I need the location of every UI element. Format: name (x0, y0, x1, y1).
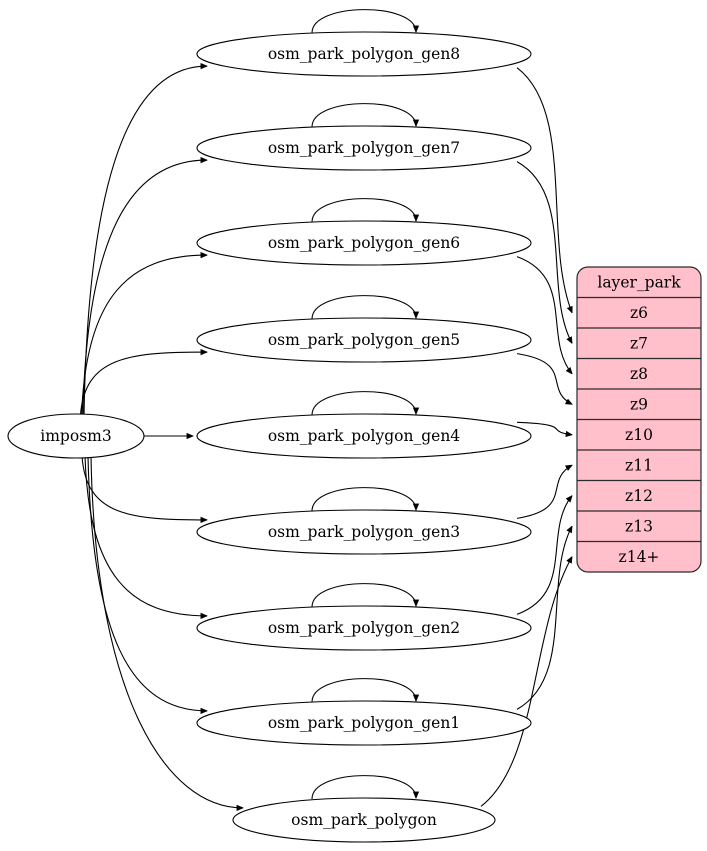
edges-from-imposm3 (79, 66, 243, 808)
layer-park-table: layer_park z6 z7 z8 z9 z10 z11 z12 z13 z14+ (576, 266, 702, 573)
edge-imposm3-to-gen8 (83, 66, 207, 417)
edge-gen8-to-z6 (516, 67, 572, 313)
edge-gen5-to-z9 (516, 353, 572, 405)
edge-imposm3-to-gen6 (81, 255, 207, 417)
self-loop-gen1 (311, 678, 416, 703)
node-gen7[interactable] (196, 125, 532, 171)
table-row-label-z7: z7 (630, 334, 648, 352)
edge-polygon-to-z14+ (480, 557, 572, 807)
node-gen2[interactable] (196, 605, 532, 651)
node-gen1[interactable] (196, 700, 532, 746)
table-header-label: layer_park (597, 273, 681, 291)
self-loop-gen6 (311, 198, 416, 223)
node-gen5[interactable] (196, 317, 532, 363)
node-polygon[interactable] (232, 797, 496, 843)
node-label-gen5: osm_park_polygon_gen5 (268, 331, 460, 349)
table-row-label-z12: z12 (625, 487, 653, 505)
self-loop-gen2 (311, 583, 416, 608)
node-imposm3[interactable] (7, 413, 145, 459)
edges-to-layer-park (480, 67, 572, 807)
node-label-gen7: osm_park_polygon_gen7 (268, 139, 460, 157)
self-loop-gen7 (311, 103, 416, 128)
node-label-gen3: osm_park_polygon_gen3 (268, 523, 460, 541)
graph-nodes: imposm3 osm_park_polygon_gen8 osm_park_pol… (7, 31, 532, 843)
node-label-gen2: osm_park_polygon_gen2 (268, 619, 460, 637)
table-row-label-z9: z9 (630, 395, 648, 413)
self-loop-gen3 (311, 487, 416, 512)
self-loop-gen4 (311, 391, 416, 416)
edge-imposm3-to-gen5 (79, 352, 207, 417)
table-row-label-z10: z10 (625, 426, 653, 444)
edge-gen1-to-z13 (516, 526, 572, 710)
node-label-gen1: osm_park_polygon_gen1 (268, 714, 460, 732)
table-row-label-z14+: z14+ (619, 548, 660, 566)
edge-imposm3-to-gen1 (87, 455, 207, 711)
node-label-polygon: osm_park_polygon (291, 811, 437, 829)
node-label-gen6: osm_park_polygon_gen6 (268, 234, 460, 252)
edge-gen3-to-z11 (516, 465, 572, 519)
self-loop-gen5 (311, 295, 416, 320)
self-loop-gen8 (311, 9, 416, 34)
node-label-gen4: osm_park_polygon_gen4 (268, 427, 460, 445)
table-row-label-z11: z11 (625, 456, 653, 474)
node-label-imposm3: imposm3 (40, 427, 111, 445)
edge-imposm3-to-gen3 (81, 455, 207, 520)
table-row-label-z8: z8 (630, 365, 648, 383)
self-loop-polygon (311, 775, 416, 800)
edge-imposm3-to-gen2 (84, 455, 207, 616)
node-gen8[interactable] (196, 31, 532, 77)
node-gen3[interactable] (196, 509, 532, 555)
node-gen6[interactable] (196, 220, 532, 266)
edge-imposm3-to-gen7 (82, 160, 207, 417)
self-loop-edges (311, 9, 416, 800)
edge-gen6-to-z8 (516, 256, 572, 374)
table-row-label-z6: z6 (630, 304, 648, 322)
node-gen4[interactable] (196, 413, 532, 459)
edge-gen7-to-z7 (516, 161, 572, 344)
node-label-gen8: osm_park_polygon_gen8 (268, 45, 460, 63)
table-row-label-z13: z13 (625, 517, 653, 535)
edge-gen4-to-z10 (516, 421, 572, 434)
edge-imposm3-to-polygon (90, 455, 243, 808)
edge-gen2-to-z12 (516, 496, 572, 615)
